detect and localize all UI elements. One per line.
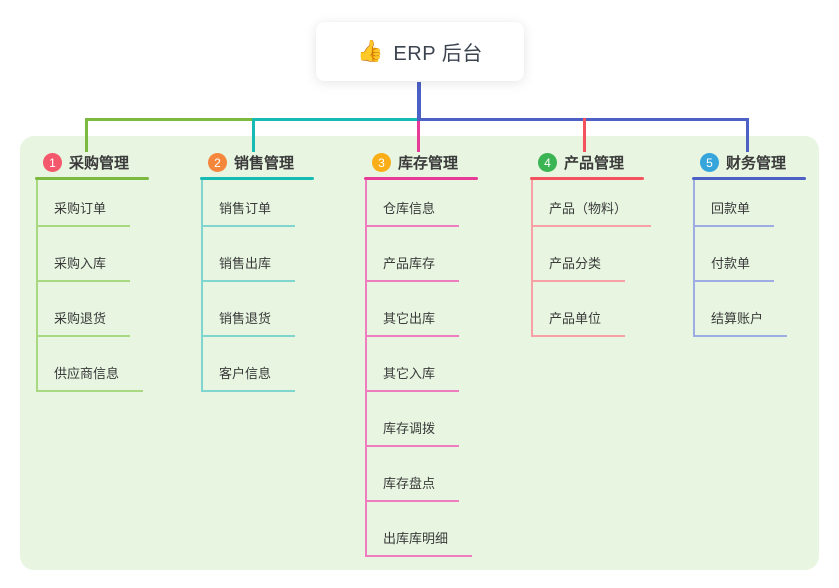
branch-label: 采购管理 xyxy=(69,155,130,172)
mindmap-node-产品库存[interactable]: 产品库存 xyxy=(367,227,460,282)
branch-label: 产品管理 xyxy=(564,155,625,172)
mindmap-node-其它入库[interactable]: 其它入库 xyxy=(367,337,460,392)
branch-label: 财务管理 xyxy=(726,155,787,172)
branch-4: 4 产品管理产品（物料）产品分类产品单位 xyxy=(530,148,652,337)
branch-children: 仓库信息产品库存其它出库其它入库库存调拨库存盘点出库库明细 xyxy=(365,180,473,557)
branch-number-badge: 1 xyxy=(43,153,62,172)
mindmap-node-仓库信息[interactable]: 仓库信息 xyxy=(367,180,460,227)
mindmap-node-产品（物料）[interactable]: 产品（物料） xyxy=(533,180,652,227)
branch-children: 回款单付款单结算账户 xyxy=(693,180,788,337)
connector-drop-branch-2 xyxy=(252,118,255,152)
mindmap-node-库存调拨[interactable]: 库存调拨 xyxy=(367,392,460,447)
branch-node-产品管理[interactable]: 4 产品管理 xyxy=(530,148,651,177)
mindmap-node-供应商信息[interactable]: 供应商信息 xyxy=(38,337,144,392)
branch-label: 库存管理 xyxy=(398,155,459,172)
mindmap-node-出库库明细[interactable]: 出库库明细 xyxy=(367,502,473,557)
branch-number-badge: 4 xyxy=(538,153,557,172)
mindmap-node-产品分类[interactable]: 产品分类 xyxy=(533,227,626,282)
mindmap-node-付款单[interactable]: 付款单 xyxy=(695,227,775,282)
branch-number-badge: 5 xyxy=(700,153,719,172)
mindmap-node-结算账户[interactable]: 结算账户 xyxy=(695,282,788,337)
branch-number-badge: 2 xyxy=(208,153,227,172)
root-node-erp[interactable]: 👍 ERP 后台 xyxy=(316,22,524,81)
connector-drop-branch-3 xyxy=(417,121,420,152)
branch-underline xyxy=(692,177,806,180)
branch-children: 采购订单采购入库采购退货供应商信息 xyxy=(36,180,144,392)
branch-underline xyxy=(530,177,644,180)
branch-3: 3 库存管理仓库信息产品库存其它出库其它入库库存调拨库存盘点出库库明细 xyxy=(364,148,478,557)
connector-bus-green xyxy=(85,118,253,121)
branch-node-采购管理[interactable]: 1 采购管理 xyxy=(35,148,149,177)
branch-5: 5 财务管理回款单付款单结算账户 xyxy=(692,148,806,337)
branch-underline xyxy=(364,177,478,180)
mindmap-node-采购退货[interactable]: 采购退货 xyxy=(38,282,131,337)
branches-panel xyxy=(20,136,819,570)
connector-drop-branch-4 xyxy=(583,118,586,152)
branch-label: 销售管理 xyxy=(234,155,295,172)
branch-underline xyxy=(35,177,149,180)
connector-root-drop xyxy=(417,82,421,121)
mindmap-node-销售订单[interactable]: 销售订单 xyxy=(203,180,296,227)
mindmap-node-采购入库[interactable]: 采购入库 xyxy=(38,227,131,282)
mindmap-node-客户信息[interactable]: 客户信息 xyxy=(203,337,296,392)
mindmap-node-销售退货[interactable]: 销售退货 xyxy=(203,282,296,337)
mindmap-node-产品单位[interactable]: 产品单位 xyxy=(533,282,626,337)
thumbs-up-icon: 👍 xyxy=(357,40,384,63)
mindmap-node-采购订单[interactable]: 采购订单 xyxy=(38,180,131,227)
branch-underline xyxy=(200,177,314,180)
branch-2: 2 销售管理销售订单销售出库销售退货客户信息 xyxy=(200,148,314,392)
mindmap-node-其它出库[interactable]: 其它出库 xyxy=(367,282,460,337)
branch-children: 产品（物料）产品分类产品单位 xyxy=(531,180,652,337)
mindmap-node-库存盘点[interactable]: 库存盘点 xyxy=(367,447,460,502)
branch-node-财务管理[interactable]: 5 财务管理 xyxy=(692,148,806,177)
root-title: ERP 后台 xyxy=(393,43,483,65)
mindmap-node-回款单[interactable]: 回款单 xyxy=(695,180,775,227)
connector-bus-teal xyxy=(253,118,417,121)
branch-1: 1 采购管理采购订单采购入库采购退货供应商信息 xyxy=(35,148,149,392)
connector-drop-branch-5 xyxy=(746,118,749,152)
mindmap-node-销售出库[interactable]: 销售出库 xyxy=(203,227,296,282)
branch-node-销售管理[interactable]: 2 销售管理 xyxy=(200,148,314,177)
branch-number-badge: 3 xyxy=(372,153,391,172)
branch-node-库存管理[interactable]: 3 库存管理 xyxy=(364,148,478,177)
branch-children: 销售订单销售出库销售退货客户信息 xyxy=(201,180,296,392)
connector-drop-branch-1 xyxy=(85,118,88,152)
